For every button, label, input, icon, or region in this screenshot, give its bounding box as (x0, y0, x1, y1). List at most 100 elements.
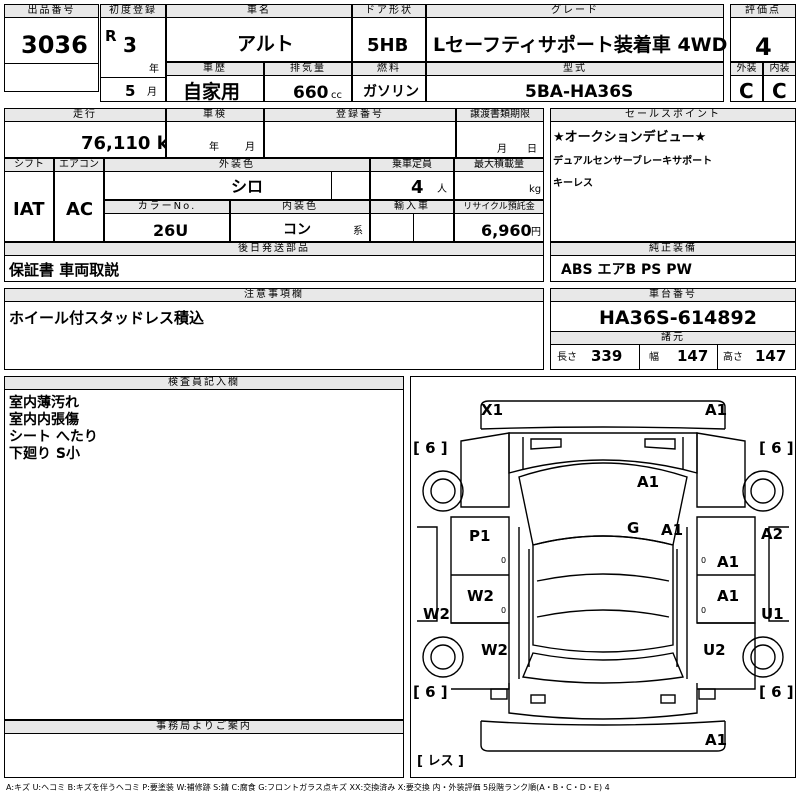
lot-number: 3036 (21, 31, 88, 59)
sales-point-3: キーレス (553, 178, 593, 189)
later-parts-box: 後日発送部品 保証書 車両取説 (4, 242, 544, 282)
svg-text:0: 0 (701, 606, 706, 615)
lot-number-label: 出品番号 (4, 4, 99, 18)
grade-label: グレード (426, 4, 724, 18)
dims-label: 諸元 (550, 331, 796, 345)
recycle-unit: 円 (531, 227, 541, 238)
model-box: 型式 5BA-HA36S (426, 62, 724, 102)
reg-number-label: 登録番号 (264, 108, 456, 122)
shift-label: シフト (4, 158, 54, 172)
legend: A:キズ U:ヘコミ B:キズを伴うヘコミ P:要塗装 W:補修跡 S:錆 C:… (6, 783, 610, 792)
score-label: 評価点 (730, 4, 796, 18)
history-box: 車歴 自家用 (166, 62, 264, 102)
exterior-grade-box: 外装 C (730, 62, 763, 102)
length-label: 長さ (557, 352, 577, 363)
equipment-label: 純正装備 (550, 242, 796, 256)
mark-rear-bumper: A1 (705, 731, 728, 749)
registration-year: 3 (123, 33, 137, 57)
color-no-label: カラーNo. (104, 200, 230, 214)
width-label: 幅 (649, 352, 659, 363)
later-parts: 保証書 車両取説 (9, 261, 120, 279)
tire-rear-left: [ 6 ] (413, 683, 448, 701)
lot-number-box: 出品番号 3036 (4, 4, 99, 92)
svg-text:0: 0 (701, 556, 706, 565)
capacity-label: 乗車定員 (370, 158, 454, 172)
mark-front-door-left: P1 (469, 527, 491, 545)
mileage-label: 走行 (4, 108, 166, 122)
fuel: ガソリン (363, 84, 419, 100)
mileage-box: 走行 76,110 km (4, 108, 187, 158)
inspector-label: 検査員記入欄 (4, 376, 404, 390)
capacity-unit: 人 (437, 184, 447, 195)
later-parts-label: 後日発送部品 (4, 242, 544, 256)
height-label: 高さ (723, 352, 743, 363)
length: 339 (591, 347, 623, 365)
import-box: 輸入車 (370, 200, 454, 242)
mark-front-door-right: A1 (717, 553, 740, 571)
ac: AC (66, 199, 94, 220)
equipment-box: 純正装備 ABS エアB PS PW (550, 242, 796, 282)
interior-grade: C (772, 79, 787, 103)
mark-left-panel: W2 (423, 605, 450, 623)
mark-right-panel: A2 (761, 525, 784, 543)
car-name: アルト (237, 33, 294, 55)
color-no: 26U (153, 221, 189, 240)
fuel-box: 燃料 ガソリン (352, 62, 426, 102)
office-notice-box: 事務局よりご案内 (4, 720, 404, 778)
year-unit: 年 (149, 64, 159, 75)
chassis-label: 車台番号 (550, 288, 796, 302)
history: 自家用 (183, 81, 241, 103)
month-unit: 月 (147, 87, 157, 98)
inspection-box: 車検 年 月 (166, 108, 264, 158)
transfer-doc-label: 譲渡書類期限 (456, 108, 544, 122)
ext-color-label: 外装色 (104, 158, 370, 172)
transfer-doc-box: 譲渡書類期限 月 日 (456, 108, 544, 158)
mark-hood: A1 (637, 473, 660, 491)
door-shape-box: ドア形状 5HB (352, 4, 426, 62)
sales-point-2: デュアルセンサーブレーキサポート (553, 156, 713, 167)
capacity-box: 乗車定員 4 人 (370, 158, 454, 200)
recycle-box: リサイクル預託金 6,960 円 (454, 200, 544, 242)
max-load-unit: kg (529, 184, 542, 195)
color-no-box: カラーNo. 26U (104, 200, 230, 242)
mileage: 76,110 km (81, 133, 188, 154)
exterior-grade-label: 外装 (730, 62, 763, 76)
int-color-unit: 系 (353, 226, 363, 237)
displacement: 660 (293, 83, 329, 103)
svg-text:0: 0 (501, 606, 506, 615)
mark-front-bumper-right: A1 (705, 401, 728, 419)
door-shape: 5HB (367, 35, 409, 56)
model: 5BA-HA36S (525, 82, 634, 102)
import-label: 輸入車 (370, 200, 454, 214)
interior-grade-label: 内装 (763, 62, 796, 76)
mark-windshield: G (627, 519, 640, 537)
transfer-month-unit: 月 (497, 144, 507, 155)
int-color-label: 内装色 (230, 200, 370, 214)
displacement-box: 排気量 660 cc (264, 62, 352, 102)
car-name-label: 車名 (166, 4, 352, 18)
score: 4 (755, 33, 772, 61)
notes-box: 注意事項欄 ホイール付スタッドレス積込 (4, 288, 544, 370)
width: 147 (677, 347, 709, 365)
tire-front-left: [ 6 ] (413, 439, 448, 457)
exterior-grade: C (739, 79, 754, 103)
chassis-number: HA36S-614892 (599, 307, 757, 329)
inspection-label: 車検 (166, 108, 264, 122)
office-notice-label: 事務局よりご案内 (4, 720, 404, 734)
sales-points-box: セールスポイント ★オークションデビュー★ デュアルセンサーブレーキサポート キ… (550, 108, 796, 242)
transfer-day-unit: 日 (527, 144, 537, 155)
car-name-box: 車名 アルト (166, 4, 352, 62)
mark-front-fender-right: A1 (661, 521, 684, 539)
mark-rear-fender-left: W2 (481, 641, 508, 659)
int-color-box: 内装色 コン 系 (230, 200, 370, 242)
inspector-notes: 室内薄汚れ 室内内張傷 シート へたり 下廻り S小 (9, 395, 98, 462)
tire-front-right: [ 6 ] (759, 439, 794, 457)
sales-point-1: ★オークションデビュー★ (553, 130, 707, 145)
capacity: 4 (411, 177, 424, 198)
inspection-month-unit: 月 (245, 142, 255, 153)
max-load-label: 最大積載量 (454, 158, 544, 172)
int-color: コン (283, 222, 311, 238)
grade-box: グレード Lセーフティサポート装着車 4WD (426, 4, 728, 62)
grade: Lセーフティサポート装着車 4WD (433, 34, 728, 56)
first-registration-label: 初度登録 (100, 4, 166, 18)
